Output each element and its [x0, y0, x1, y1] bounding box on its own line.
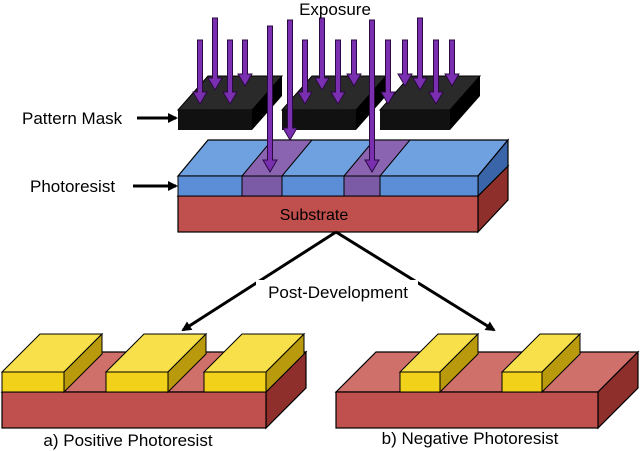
down-arrow-icon: [330, 39, 346, 105]
down-arrow-icon: [380, 39, 396, 105]
down-arrow-icon: [282, 19, 298, 141]
substrate-label: Substrate: [280, 207, 349, 224]
negative-photoresist-caption: b) Negative Photoresist: [382, 429, 559, 448]
down-arrow-icon: [346, 39, 362, 87]
down-arrow-icon: [364, 19, 380, 173]
post-development-label: Post-Development: [268, 283, 408, 302]
resist-pillar: [104, 332, 208, 394]
negative-photoresist-result: [334, 332, 640, 430]
down-arrow-icon: [444, 39, 460, 87]
positive-photoresist-caption: a) Positive Photoresist: [43, 431, 212, 450]
down-arrow-icon: [207, 17, 223, 91]
down-arrow-icon: [297, 39, 313, 105]
pattern-mask-label: Pattern Mask: [22, 109, 123, 128]
photoresist-label: Photoresist: [30, 177, 115, 196]
down-arrow-icon: [397, 39, 413, 87]
down-arrow-icon: [412, 17, 428, 91]
down-arrow-icon: [262, 25, 278, 173]
down-arrow-icon: [222, 39, 238, 105]
exposure-arrows: [192, 17, 460, 173]
exposure-label: Exposure: [299, 0, 371, 19]
down-arrow-icon: [314, 17, 330, 91]
down-arrow-icon: [428, 39, 444, 105]
resist-pillar: [202, 332, 306, 394]
positive-photoresist-result: [0, 332, 308, 430]
down-arrow-icon: [192, 39, 208, 105]
resist-pillar: [500, 332, 582, 394]
photoresist-layer: [176, 138, 510, 198]
post-development-label-bg: [256, 280, 418, 302]
down-arrow-icon: [237, 39, 253, 87]
resist-pillar: [0, 332, 104, 394]
resist-pillar: [398, 332, 480, 394]
